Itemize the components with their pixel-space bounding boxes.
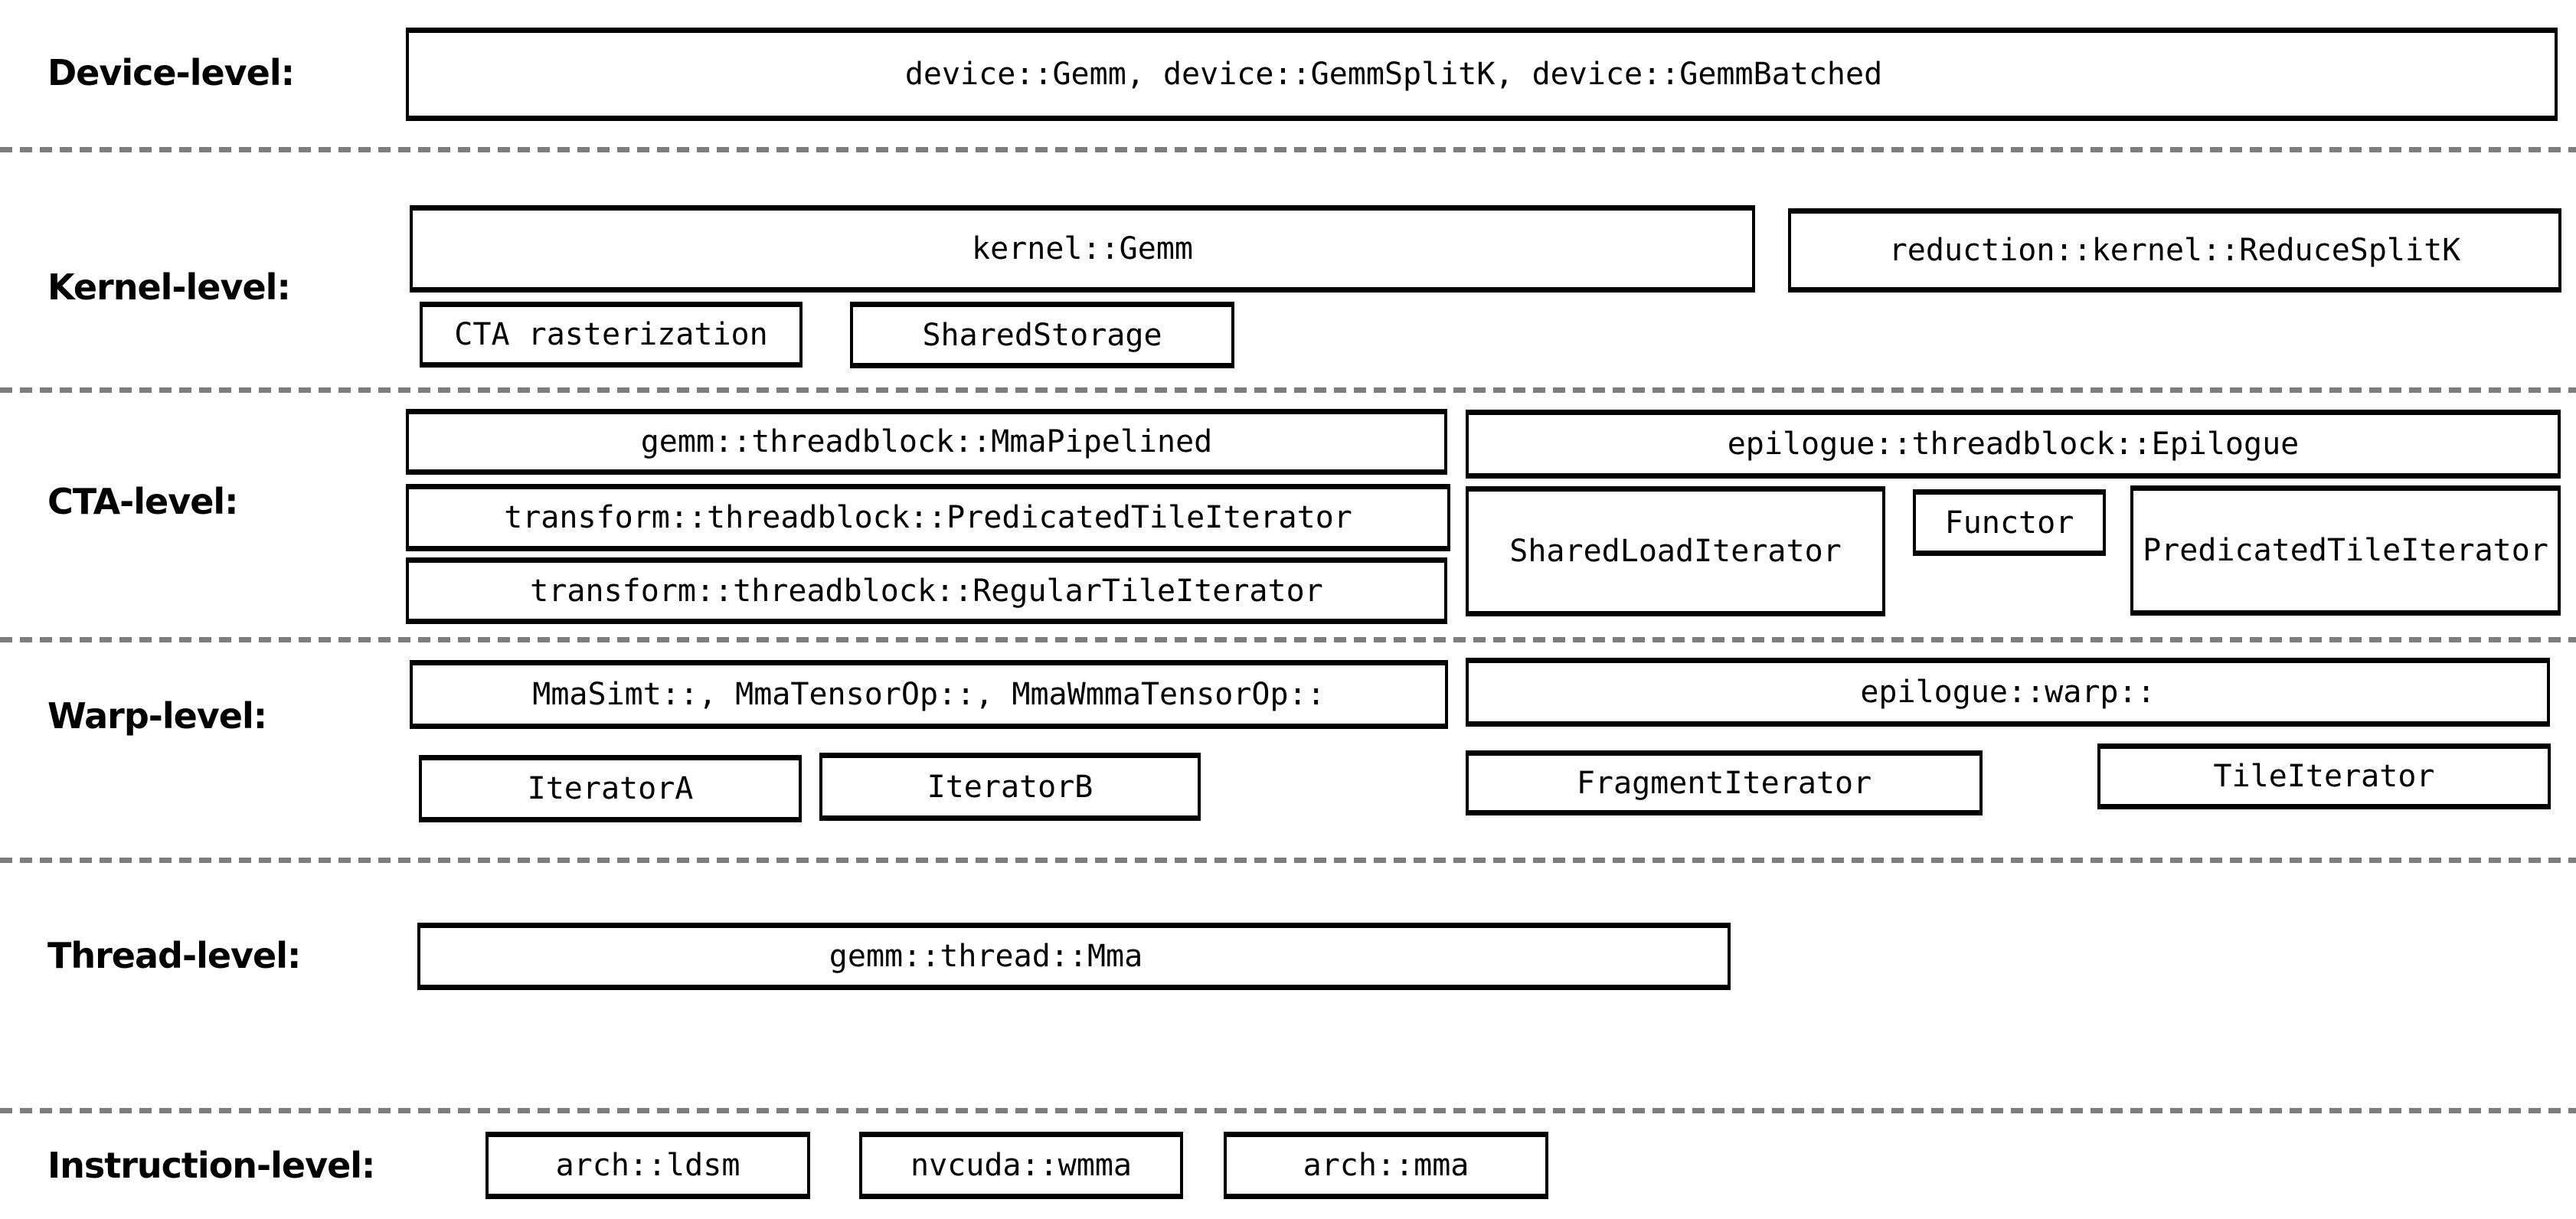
level-label-instruction: Instruction-level: — [47, 1145, 375, 1186]
box-device-gemm: device::Gemm, device::GemmSplitK, device… — [406, 28, 2558, 121]
box-cta-rasterization: CTA rasterization — [420, 302, 803, 368]
dashed-separator — [0, 1108, 2576, 1113]
box-shared-load-iterator: SharedLoadIterator — [1466, 486, 1885, 616]
box-arch-ldsm: arch::ldsm — [485, 1132, 810, 1199]
level-label-device: Device-level: — [47, 52, 295, 93]
box-iterator-a: IteratorA — [419, 755, 802, 822]
box-predicated-tile-iterator: transform::threadblock::PredicatedTileIt… — [406, 484, 1450, 551]
level-label-warp: Warp-level: — [47, 695, 267, 737]
box-predicated-tile-iterator-epilogue: PredicatedTileIterator — [2130, 485, 2561, 616]
box-mma-simt-tensorop: MmaSimt::, MmaTensorOp::, MmaWmmaTensorO… — [410, 660, 1448, 729]
box-functor: Functor — [1913, 489, 2106, 556]
level-label-cta: CTA-level: — [47, 481, 239, 522]
box-arch-mma: arch::mma — [1224, 1132, 1548, 1199]
box-regular-tile-iterator: transform::threadblock::RegularTileItera… — [406, 557, 1447, 624]
box-mma-pipelined: gemm::threadblock::MmaPipelined — [406, 409, 1447, 475]
box-nvcuda-wmma: nvcuda::wmma — [859, 1132, 1183, 1199]
level-label-kernel: Kernel-level: — [47, 266, 291, 308]
box-reduce-splitk: reduction::kernel::ReduceSplitK — [1788, 208, 2561, 292]
level-label-thread: Thread-level: — [47, 935, 301, 976]
box-kernel-gemm: kernel::Gemm — [410, 205, 1755, 292]
box-iterator-b: IteratorB — [819, 753, 1201, 821]
box-fragment-iterator: FragmentIterator — [1466, 750, 1983, 815]
dashed-separator — [0, 637, 2576, 642]
box-epilogue-warp: epilogue::warp:: — [1466, 658, 2550, 727]
box-gemm-thread-mma: gemm::thread::Mma — [417, 923, 1731, 990]
box-shared-storage: SharedStorage — [850, 302, 1234, 368]
dashed-separator — [0, 387, 2576, 393]
dashed-separator — [0, 858, 2576, 863]
dashed-separator — [0, 147, 2576, 152]
box-tile-iterator: TileIterator — [2097, 743, 2551, 809]
box-epilogue-threadblock: epilogue::threadblock::Epilogue — [1466, 410, 2561, 479]
